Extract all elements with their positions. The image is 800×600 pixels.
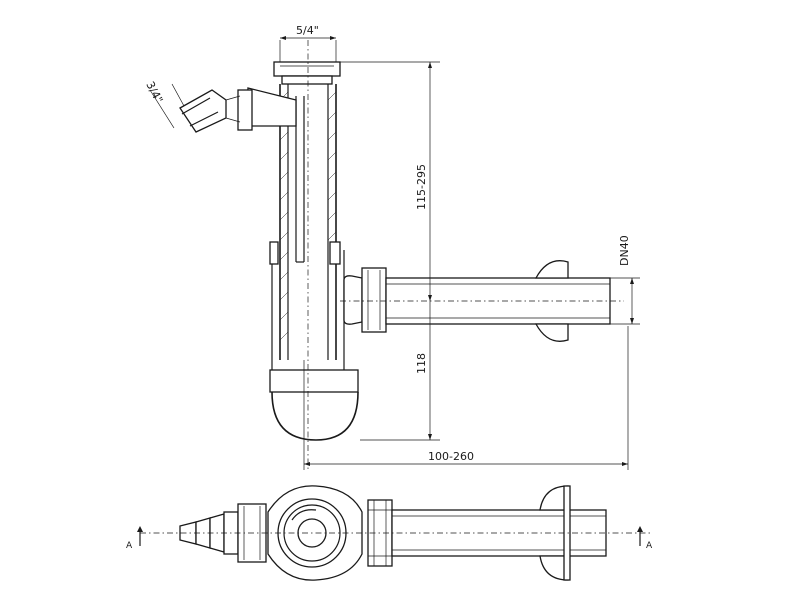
hatch-right-wall <box>327 91 337 241</box>
dim-outlet-diameter: DN40 <box>618 235 631 266</box>
top-inlet-collar <box>273 61 341 85</box>
top-view <box>137 485 650 581</box>
dim-horizontal-length: 100-260 <box>428 450 474 463</box>
dimension-lines <box>149 36 640 470</box>
section-label-left: A <box>126 541 133 551</box>
dim-lower-height: 118 <box>415 353 428 374</box>
wall-rosette <box>534 260 569 342</box>
dim-top-pipe-diameter: 5/4" <box>296 24 319 37</box>
bottom-bowl <box>269 369 359 441</box>
side-view <box>179 40 624 470</box>
section-label-right: A <box>646 541 653 551</box>
section-marker-left <box>137 526 143 546</box>
dim-upper-height: 115-295 <box>415 164 428 210</box>
vertical-standpipe <box>269 84 345 370</box>
section-marker-right <box>637 526 643 546</box>
hose-branch <box>179 87 297 133</box>
dim-hose-connector: 3/4" <box>143 79 165 105</box>
outlet-nut <box>343 267 387 333</box>
hatch-left-wall <box>279 91 289 341</box>
